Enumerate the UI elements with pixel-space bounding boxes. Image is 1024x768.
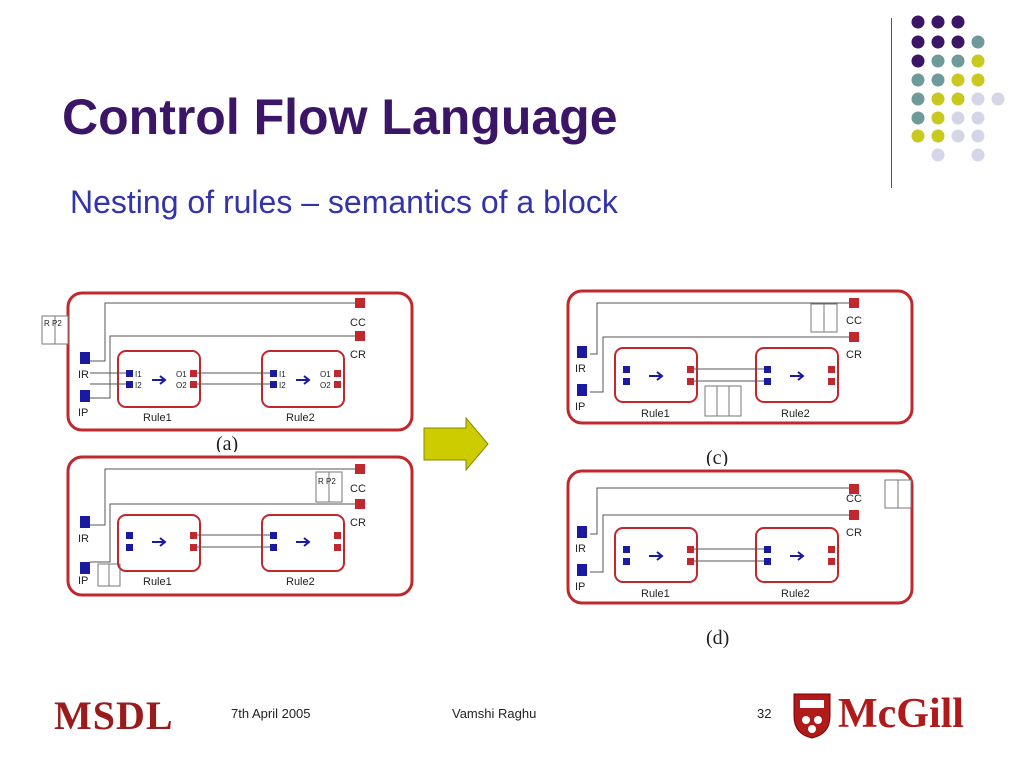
rule1-i1: I1 xyxy=(135,370,142,379)
port-cc-label-c: CC xyxy=(846,315,862,327)
port-ip-label: IP xyxy=(78,407,88,419)
rule2-o2: O2 xyxy=(320,381,331,390)
mcgill-crest-icon xyxy=(793,693,831,739)
rule1-label-b: Rule1 xyxy=(143,576,172,588)
port-ir-label-c: IR xyxy=(575,363,586,375)
rule2-label: Rule2 xyxy=(286,412,315,424)
port-cc-label-b: CC xyxy=(350,483,366,495)
port-cr-label-c: CR xyxy=(846,349,862,361)
port-cc-label: CC xyxy=(350,317,366,329)
rule1-o1: O1 xyxy=(176,370,187,379)
port-ip-label-c: IP xyxy=(575,401,585,413)
port-cr-label: CR xyxy=(350,349,366,361)
tag-rp2: R P2 xyxy=(44,319,62,328)
divider-line xyxy=(891,18,892,188)
rule1-label: Rule1 xyxy=(143,412,172,424)
slide-subtitle: Nesting of rules – semantics of a block xyxy=(70,184,618,220)
decorative-dot-grid xyxy=(911,15,1005,162)
rule2-o1: O1 xyxy=(320,370,331,379)
diagram-panel-b: R P2 CC CR IR IP Rule1 Rule2 xyxy=(30,452,420,602)
rule2-label-c: Rule2 xyxy=(781,408,810,420)
port-cc-label-d: CC xyxy=(846,493,862,505)
port-ip-label-d: IP xyxy=(575,581,585,593)
caption-d: (d) xyxy=(706,627,729,649)
slide-title: Control Flow Language xyxy=(62,89,618,145)
msdl-logo: MSDL xyxy=(54,693,174,738)
rule2-i1: I1 xyxy=(279,370,286,379)
rule2-label-d: Rule2 xyxy=(781,588,810,600)
footer-page-number: 32 xyxy=(757,706,772,721)
port-ir-label-d: IR xyxy=(575,543,586,555)
diagram-panel-a: R P2 CC CR IR IP I1 I2 O1 O2 Rule1 I1 I2… xyxy=(30,288,420,458)
port-ir-label: IR xyxy=(78,369,89,381)
diagram-panel-d: CC CR IR IP Rule1 Rule2 (d) xyxy=(563,466,923,656)
footer-date: 7th April 2005 xyxy=(231,706,311,721)
port-cr-label-d: CR xyxy=(846,527,862,539)
port-ip-label-b: IP xyxy=(78,575,88,587)
port-cr-label-b: CR xyxy=(350,517,366,529)
rule1-i2: I2 xyxy=(135,381,142,390)
transform-arrow-icon xyxy=(423,416,489,472)
rule2-label-b: Rule2 xyxy=(286,576,315,588)
footer-author: Vamshi Raghu xyxy=(452,706,537,721)
rule1-label-c: Rule1 xyxy=(641,408,670,420)
rule2-i2: I2 xyxy=(279,381,286,390)
caption-c: (c) xyxy=(706,447,728,469)
caption-a: (a) xyxy=(216,433,238,455)
rule1-label-d: Rule1 xyxy=(641,588,670,600)
mcgill-logo: McGill xyxy=(838,691,964,737)
rule1-o2: O2 xyxy=(176,381,187,390)
diagram-panel-c: CC CR IR IP Rule1 Rule2 (c) xyxy=(563,286,923,471)
port-ir-label-b: IR xyxy=(78,533,89,545)
tag-rp2-b: R P2 xyxy=(318,477,336,486)
